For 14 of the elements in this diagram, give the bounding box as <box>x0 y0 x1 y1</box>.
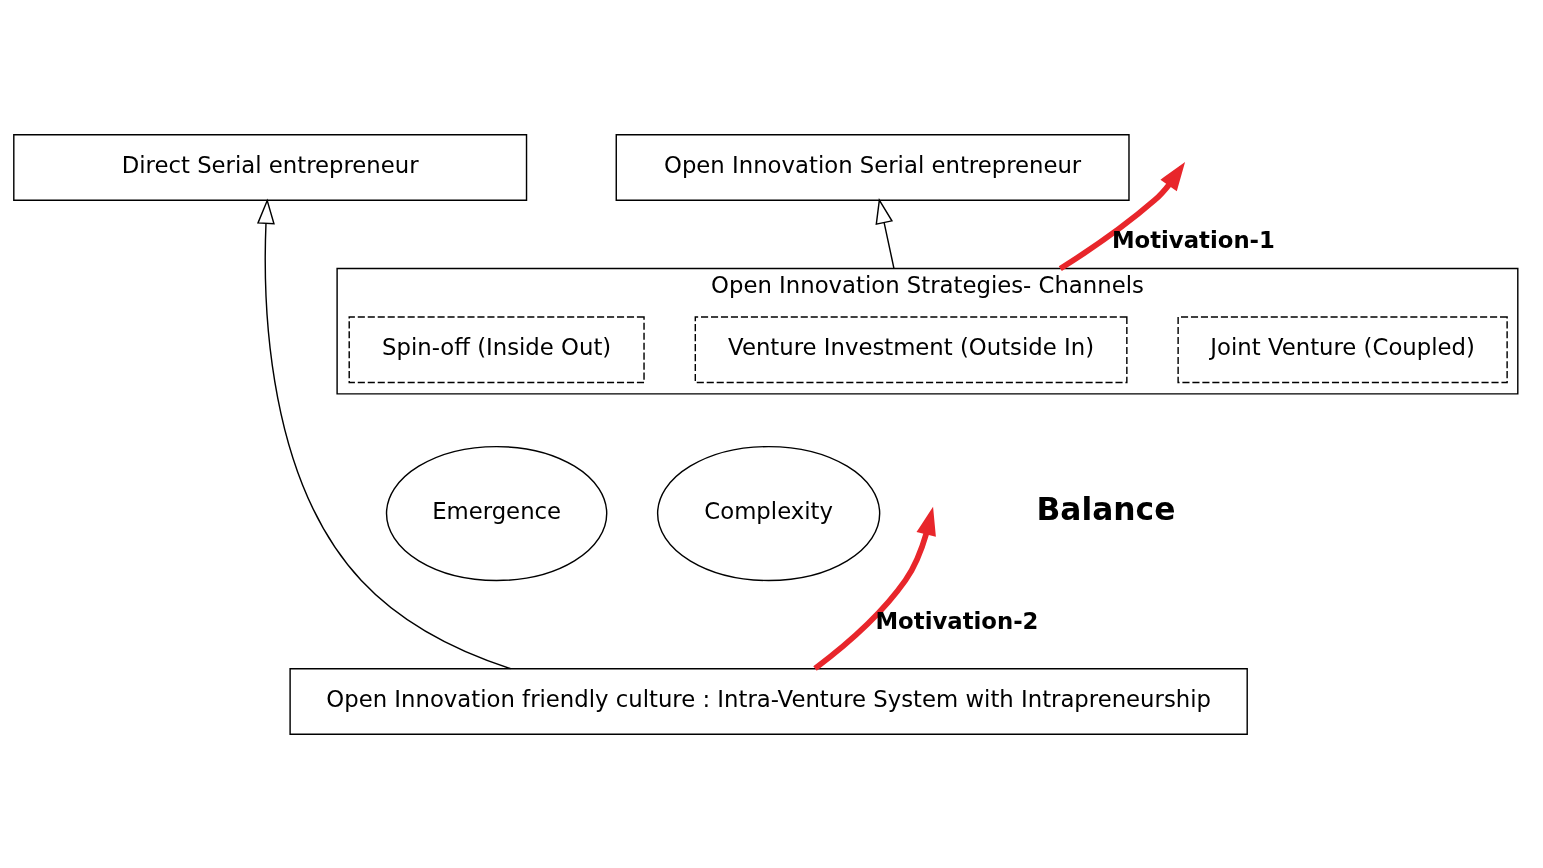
node-box: Venture Investment (Outside In) <box>694 315 1128 383</box>
edge-label: Motivation-1 <box>1111 226 1275 253</box>
label: Balance <box>1036 490 1176 527</box>
node-box: Direct Serial entrepreneur <box>13 133 528 201</box>
node-box: Joint Venture (Coupled) <box>1177 315 1508 383</box>
node-box: Spin-off (Inside Out) <box>348 315 645 383</box>
node-box: Open Innovation friendly culture : Intra-Venture System with Intrapreneurship <box>289 667 1248 735</box>
edge-label: Motivation-2 <box>875 607 1039 634</box>
arrow <box>257 197 512 669</box>
node-box: Open Innovation Serial entrepreneur <box>615 133 1130 201</box>
arrow <box>1058 161 1186 271</box>
node-ellipse: Emergence <box>385 445 608 581</box>
arrow <box>875 197 895 269</box>
node-ellipse: Complexity <box>656 445 881 581</box>
